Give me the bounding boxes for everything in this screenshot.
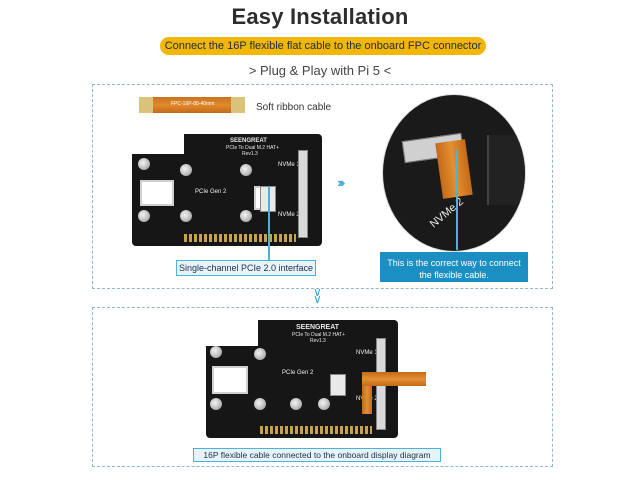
ribbon-cable-label: Soft ribbon cable (256, 102, 332, 113)
pcie-interface-callout: Single-channel PCIe 2.0 interface (176, 260, 316, 276)
ribbon-cable-print: FPC-16P-80-40mm (171, 101, 215, 107)
correct-connection-callout: This is the correct way to connect the f… (380, 252, 528, 282)
page-title: Easy Installation (231, 4, 409, 29)
pcie-gen2-label: PCIe Gen 2 (282, 370, 314, 376)
board-rev: Rev1.3 (242, 151, 258, 157)
board-brand: SEENGREAT (230, 138, 267, 144)
m2-slot (298, 150, 308, 238)
board-rev: Rev1.3 (310, 338, 326, 344)
board-name: PCIe To Dual M.2 HAT+ (292, 332, 346, 338)
plug-play-tagline: > Plug & Play with Pi 5 < (248, 63, 392, 78)
ribbon-cable-image (139, 97, 245, 113)
connection-closeup-photo: NVMe 2 (382, 94, 526, 252)
connected-ribbon-cable-end (362, 372, 426, 386)
photo-nvme2-label: NVMe 2 (427, 195, 466, 231)
arrow-down-icon: ∨∨ (313, 285, 322, 306)
pcie-gen2-label: PCIe Gen 2 (195, 189, 227, 195)
callout-line-2: the flexible cable. (419, 270, 489, 280)
callout-line-1: This is the correct way to connect (387, 258, 521, 268)
nvme1-label: NVMe 1 (356, 350, 378, 356)
board-brand: SEENGREAT (296, 324, 340, 331)
board-name: PCIe To Dual M.2 HAT+ (226, 145, 280, 151)
nvme2-label: NVMe 2 (278, 212, 300, 218)
connected-ribbon-cable (362, 372, 372, 414)
subtitle-banner: Connect the 16P flexible flat cable to t… (160, 37, 486, 55)
arrow-right-icon: ›››› (337, 175, 346, 190)
display-diagram-callout: 16P flexible cable connected to the onbo… (193, 448, 441, 462)
fpc-connector (330, 374, 346, 396)
nvme1-label: NVMe 1 (278, 162, 300, 168)
pcie-hat-board-top: SEENGREAT PCIe To Dual M.2 HAT+ Rev1.3 P… (132, 134, 322, 246)
